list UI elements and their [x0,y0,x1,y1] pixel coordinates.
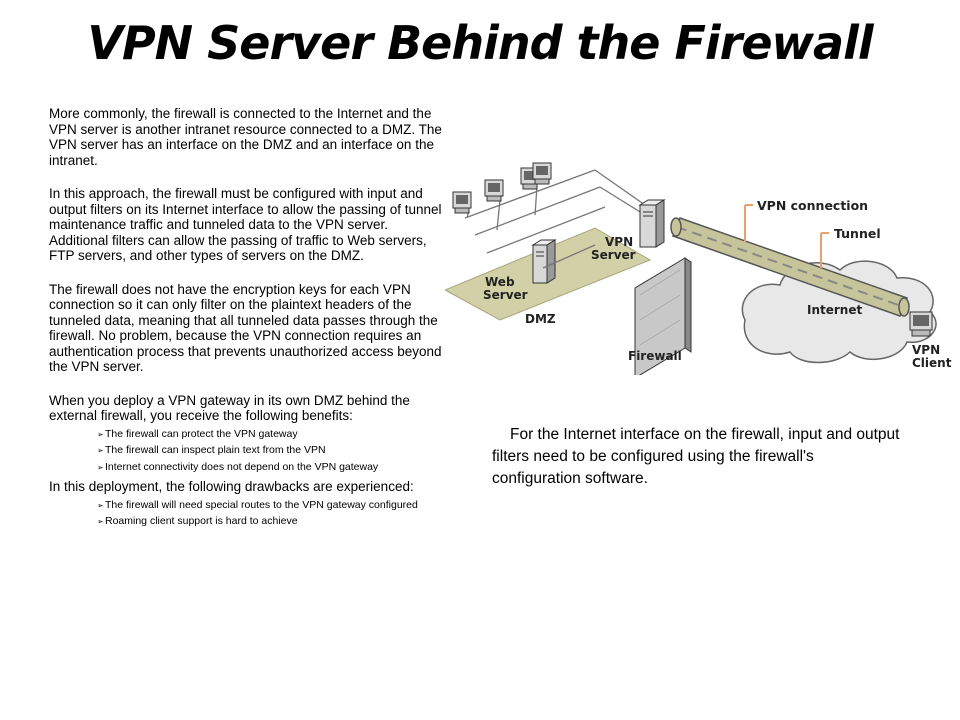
dmz-label: DMZ [525,312,556,326]
tunnel-label: Tunnel [834,226,881,241]
vpn-server-icon [638,199,666,248]
arrow-bullet-icon: ➢ [97,446,104,455]
diagram-caption: For the Internet interface on the firewa… [492,426,900,487]
vpn-client-label: VPN [912,343,940,357]
paragraph-encryption: The firewall does not have the encryptio… [49,281,442,375]
intranet-computer-icon [484,179,504,202]
firewall-icon [634,257,692,379]
paragraph-benefits-intro: When you deploy a VPN gateway in its own… [49,392,410,424]
vpn-server-label-line2: Server [591,248,636,262]
intranet-computer-icon [452,191,472,214]
slide-title: VPN Server Behind the Firewall [87,16,873,70]
firewall-label: Firewall [628,349,682,363]
list-item: ➢Internet connectivity does not depend o… [97,460,379,473]
vpn-client-label-line2: Client [912,356,952,370]
vpn-client-icon [909,311,933,337]
drawbacks-list: ➢The firewall will need special routes t… [49,498,446,528]
intranet-computer-icon [532,162,552,185]
web-server-label: Web [485,275,515,289]
body-text: More commonly, the firewall is connected… [49,106,446,534]
web-server-icon [531,239,557,284]
arrow-bullet-icon: ➢ [97,462,104,472]
arrow-bullet-icon: ➢ [97,500,104,510]
paragraph-intro: More commonly, the firewall is connected… [49,106,442,168]
vpn-network-diagram: VPN connection Tunnel VPN Server Web Ser… [443,160,960,379]
list-item: ➢The firewall will need special routes t… [97,498,418,511]
vpn-server-label: VPN [605,235,633,249]
vpn-connection-label: VPN connection [757,198,868,213]
benefits-list: ➢The firewall can protect the VPN gatewa… [49,427,446,474]
list-item: ➢The firewall can inspect plain text fro… [97,444,326,456]
arrow-bullet-icon: ➢ [97,429,104,439]
list-item: ➢Roaming client support is hard to achie… [97,515,298,527]
paragraph-filters: In this approach, the firewall must be c… [49,186,442,263]
internet-label: Internet [807,303,862,317]
vpn-tunnel [670,217,910,317]
list-item: ➢The firewall can protect the VPN gatewa… [97,427,298,440]
paragraph-drawbacks-intro: In this deployment, the following drawba… [49,479,414,494]
arrow-bullet-icon: ➢ [97,517,104,526]
web-server-label-line2: Server [483,288,528,302]
